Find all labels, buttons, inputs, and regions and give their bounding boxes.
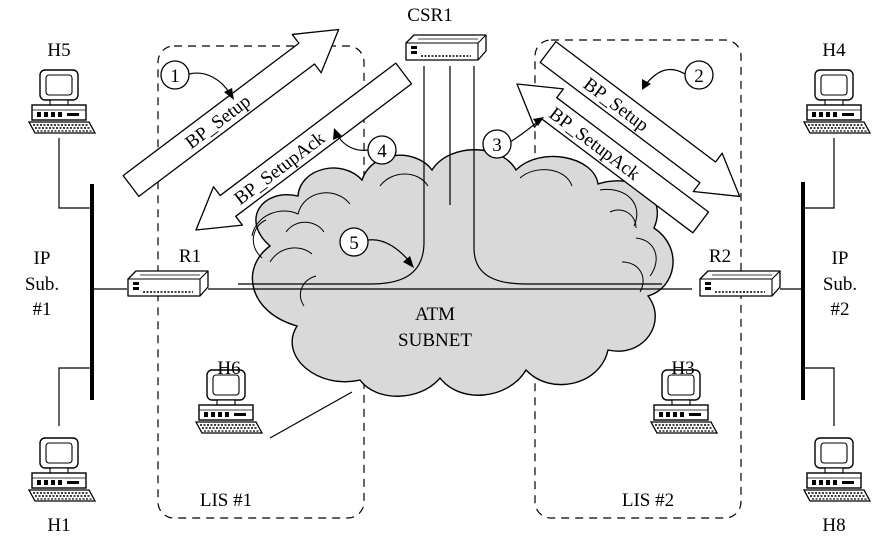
- step-2-label: 2: [694, 66, 704, 87]
- h3-label: H3: [671, 358, 694, 379]
- vc-paths: [238, 66, 662, 285]
- svg-text:IP: IP: [832, 248, 849, 269]
- svg-text:ATM: ATM: [415, 304, 455, 325]
- step-badge-5: 5: [339, 227, 369, 257]
- atm-cloud: [251, 149, 674, 397]
- svg-text:IP: IP: [34, 248, 51, 269]
- svg-text:#2: #2: [831, 299, 850, 320]
- router-r1: [127, 270, 209, 297]
- atm-subnet-label: ATM SUBNET: [398, 304, 472, 351]
- step-5-label: 5: [349, 233, 359, 254]
- svg-text:Sub.: Sub.: [25, 274, 59, 295]
- step-1-label: 1: [170, 66, 180, 87]
- h1-label: H1: [47, 515, 70, 536]
- ip-subnet-2-label: IP Sub. #2: [823, 248, 857, 320]
- router-r2: [699, 270, 781, 297]
- step-badge-1: 1: [160, 60, 190, 90]
- lis-2-label: LIS #2: [622, 490, 674, 511]
- svg-text:#1: #1: [33, 299, 52, 320]
- step-4-label: 4: [377, 141, 387, 162]
- host-h3: [650, 369, 718, 434]
- csr1-label: CSR1: [407, 5, 452, 26]
- h8-label: H8: [822, 515, 845, 536]
- step-badge-2: 2: [684, 60, 714, 90]
- host-h5: [28, 69, 96, 134]
- r2-label: R2: [709, 246, 731, 267]
- svg-text:Sub.: Sub.: [823, 274, 857, 295]
- svg-text:SUBNET: SUBNET: [398, 330, 472, 351]
- step-3-label: 3: [492, 135, 502, 156]
- r1-label: R1: [179, 246, 201, 267]
- h4-label: H4: [822, 40, 846, 61]
- step-badge-3: 3: [482, 129, 512, 159]
- h5-label: H5: [47, 40, 70, 61]
- router-csr1: [405, 34, 487, 61]
- host-h4: [803, 69, 871, 134]
- host-h8: [803, 437, 871, 502]
- ip-subnet-1-label: IP Sub. #1: [25, 248, 59, 320]
- callout-arrowheads: [224, 79, 651, 268]
- bp-setup-left-label: BP_Setup: [181, 91, 254, 154]
- h6-label: H6: [217, 358, 240, 379]
- host-h6: [195, 369, 263, 434]
- host-links: [58, 138, 835, 439]
- step-badge-4: 4: [367, 135, 397, 165]
- lis-1-label: LIS #1: [200, 490, 252, 511]
- host-h1: [28, 437, 96, 502]
